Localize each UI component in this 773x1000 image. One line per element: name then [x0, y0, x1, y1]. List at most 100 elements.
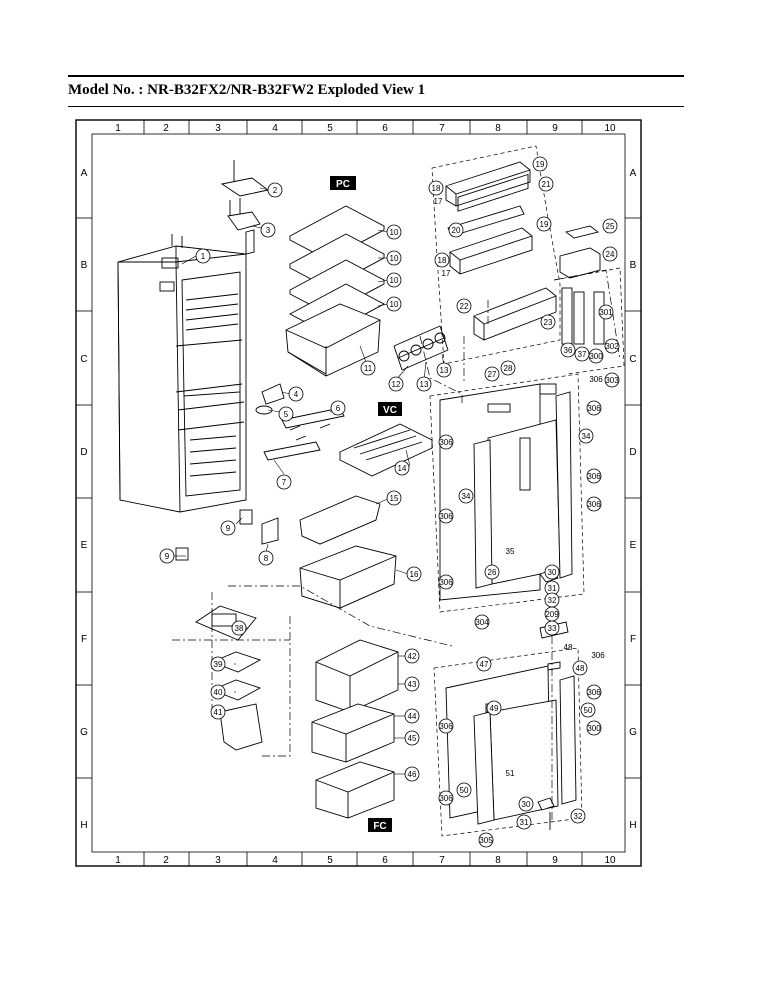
callout-7: 7: [282, 478, 287, 487]
callout-41: 41: [214, 708, 223, 717]
label-35: 35: [506, 547, 515, 556]
col-label-bottom-6: 6: [382, 855, 388, 866]
callout-20: 20: [452, 226, 461, 235]
bottle-rack: [393, 325, 449, 371]
callout-306-a: 306: [439, 438, 453, 447]
callout-27: 27: [488, 370, 497, 379]
section-label-vc: VC: [383, 405, 397, 416]
callout-21: 21: [542, 180, 551, 189]
callout-300-b: 300: [587, 724, 601, 733]
callout-10-a: 10: [390, 228, 399, 237]
header-top-rule: [68, 75, 684, 77]
callout-34-b: 34: [462, 492, 471, 501]
callout-306-g: 306: [587, 688, 601, 697]
col-label-top-1: 1: [115, 123, 121, 134]
header-bottom-rule: [68, 106, 684, 107]
section-label-fc: FC: [373, 821, 386, 832]
callout-8: 8: [264, 554, 269, 563]
row-label-right-a: A: [630, 168, 637, 179]
callout-9-foot: 9: [165, 552, 170, 561]
fc-door: [445, 665, 577, 825]
callout-28: 28: [504, 364, 513, 373]
col-label-bottom-9: 9: [552, 855, 558, 866]
callout-30-b: 30: [522, 800, 531, 809]
callout-26: 26: [488, 568, 497, 577]
callout-23: 23: [544, 318, 553, 327]
row-label-left-d: D: [80, 447, 87, 458]
callout-3: 3: [266, 226, 271, 235]
col-label-bottom-2: 2: [163, 855, 169, 866]
callout-22: 22: [460, 302, 469, 311]
row-label-left-a: A: [81, 168, 88, 179]
callout-34-a: 34: [582, 432, 591, 441]
callout-301: 301: [599, 308, 613, 317]
callout-40: 40: [214, 688, 223, 697]
callout-48-a: 48: [576, 664, 585, 673]
hinge-top-parts: [220, 160, 270, 255]
col-label-top-8: 8: [495, 123, 501, 134]
section-tag-fc: FC: [368, 818, 392, 832]
row-label-left-f: F: [81, 634, 87, 645]
col-label-top-2: 2: [163, 123, 169, 134]
row-label-left-c: C: [80, 354, 87, 365]
vc-shelf: [338, 423, 434, 477]
door-pockets: [445, 161, 557, 341]
row-label-right-d: D: [629, 447, 636, 458]
label-306-j: 306: [589, 375, 603, 384]
callout-10-c: 10: [390, 276, 399, 285]
callout-31-b: 31: [520, 818, 529, 827]
callout-300-a: 300: [589, 352, 603, 361]
callout-43: 43: [408, 680, 417, 689]
label-48-b: 48: [564, 643, 573, 652]
callout-306-e: 306: [587, 472, 601, 481]
legs-and-bracket: [175, 509, 279, 561]
callout-19-b: 19: [540, 220, 549, 229]
col-label-bottom-1: 1: [115, 855, 121, 866]
col-label-top-3: 3: [215, 123, 221, 134]
pc-door: [439, 383, 573, 601]
col-label-bottom-10: 10: [604, 855, 616, 866]
callout-36: 36: [564, 346, 573, 355]
col-label-bottom-5: 5: [327, 855, 333, 866]
row-label-left-e: E: [81, 540, 88, 551]
callout-302: 302: [605, 342, 619, 351]
callout-32-b: 32: [574, 812, 583, 821]
row-label-right-f: F: [630, 634, 636, 645]
callout-209: 209: [545, 610, 559, 619]
callout-47: 47: [480, 660, 489, 669]
callout-circles: [159, 156, 620, 848]
col-label-bottom-3: 3: [215, 855, 221, 866]
cabinet-body: [117, 234, 247, 513]
section-label-pc: PC: [336, 179, 350, 190]
section-tag-vc: VC: [378, 402, 402, 416]
diagram-frame: [75, 119, 642, 867]
col-label-top-7: 7: [439, 123, 445, 134]
row-label-left-b: B: [81, 260, 88, 271]
callout-9-leg: 9: [226, 524, 231, 533]
callout-12: 12: [392, 380, 401, 389]
middle-brackets: [255, 383, 345, 461]
row-label-right-h: H: [629, 820, 636, 831]
callout-33: 33: [548, 624, 557, 633]
callout-32-a: 32: [548, 596, 557, 605]
callout-14: 14: [398, 464, 407, 473]
callout-306-b: 306: [439, 512, 453, 521]
page-title: Model No. : NR-B32FX2/NR-B32FW2 Exploded…: [68, 82, 426, 98]
callout-50-b: 50: [460, 786, 469, 795]
callout-303: 303: [605, 376, 619, 385]
callout-306-h: 306: [439, 722, 453, 731]
row-label-right-g: G: [629, 727, 637, 738]
callout-49: 49: [490, 704, 499, 713]
label-306-k: 306: [591, 651, 605, 660]
glass-shelves: [285, 205, 385, 377]
callout-10-b: 10: [390, 254, 399, 263]
callout-24: 24: [606, 250, 615, 259]
callout-18-a: 18: [432, 184, 441, 193]
callout-18-b: 18: [438, 256, 447, 265]
callout-45: 45: [408, 734, 417, 743]
callout-5: 5: [284, 410, 289, 419]
row-label-right-c: C: [629, 354, 636, 365]
label-51: 51: [506, 769, 515, 778]
col-label-top-6: 6: [382, 123, 388, 134]
